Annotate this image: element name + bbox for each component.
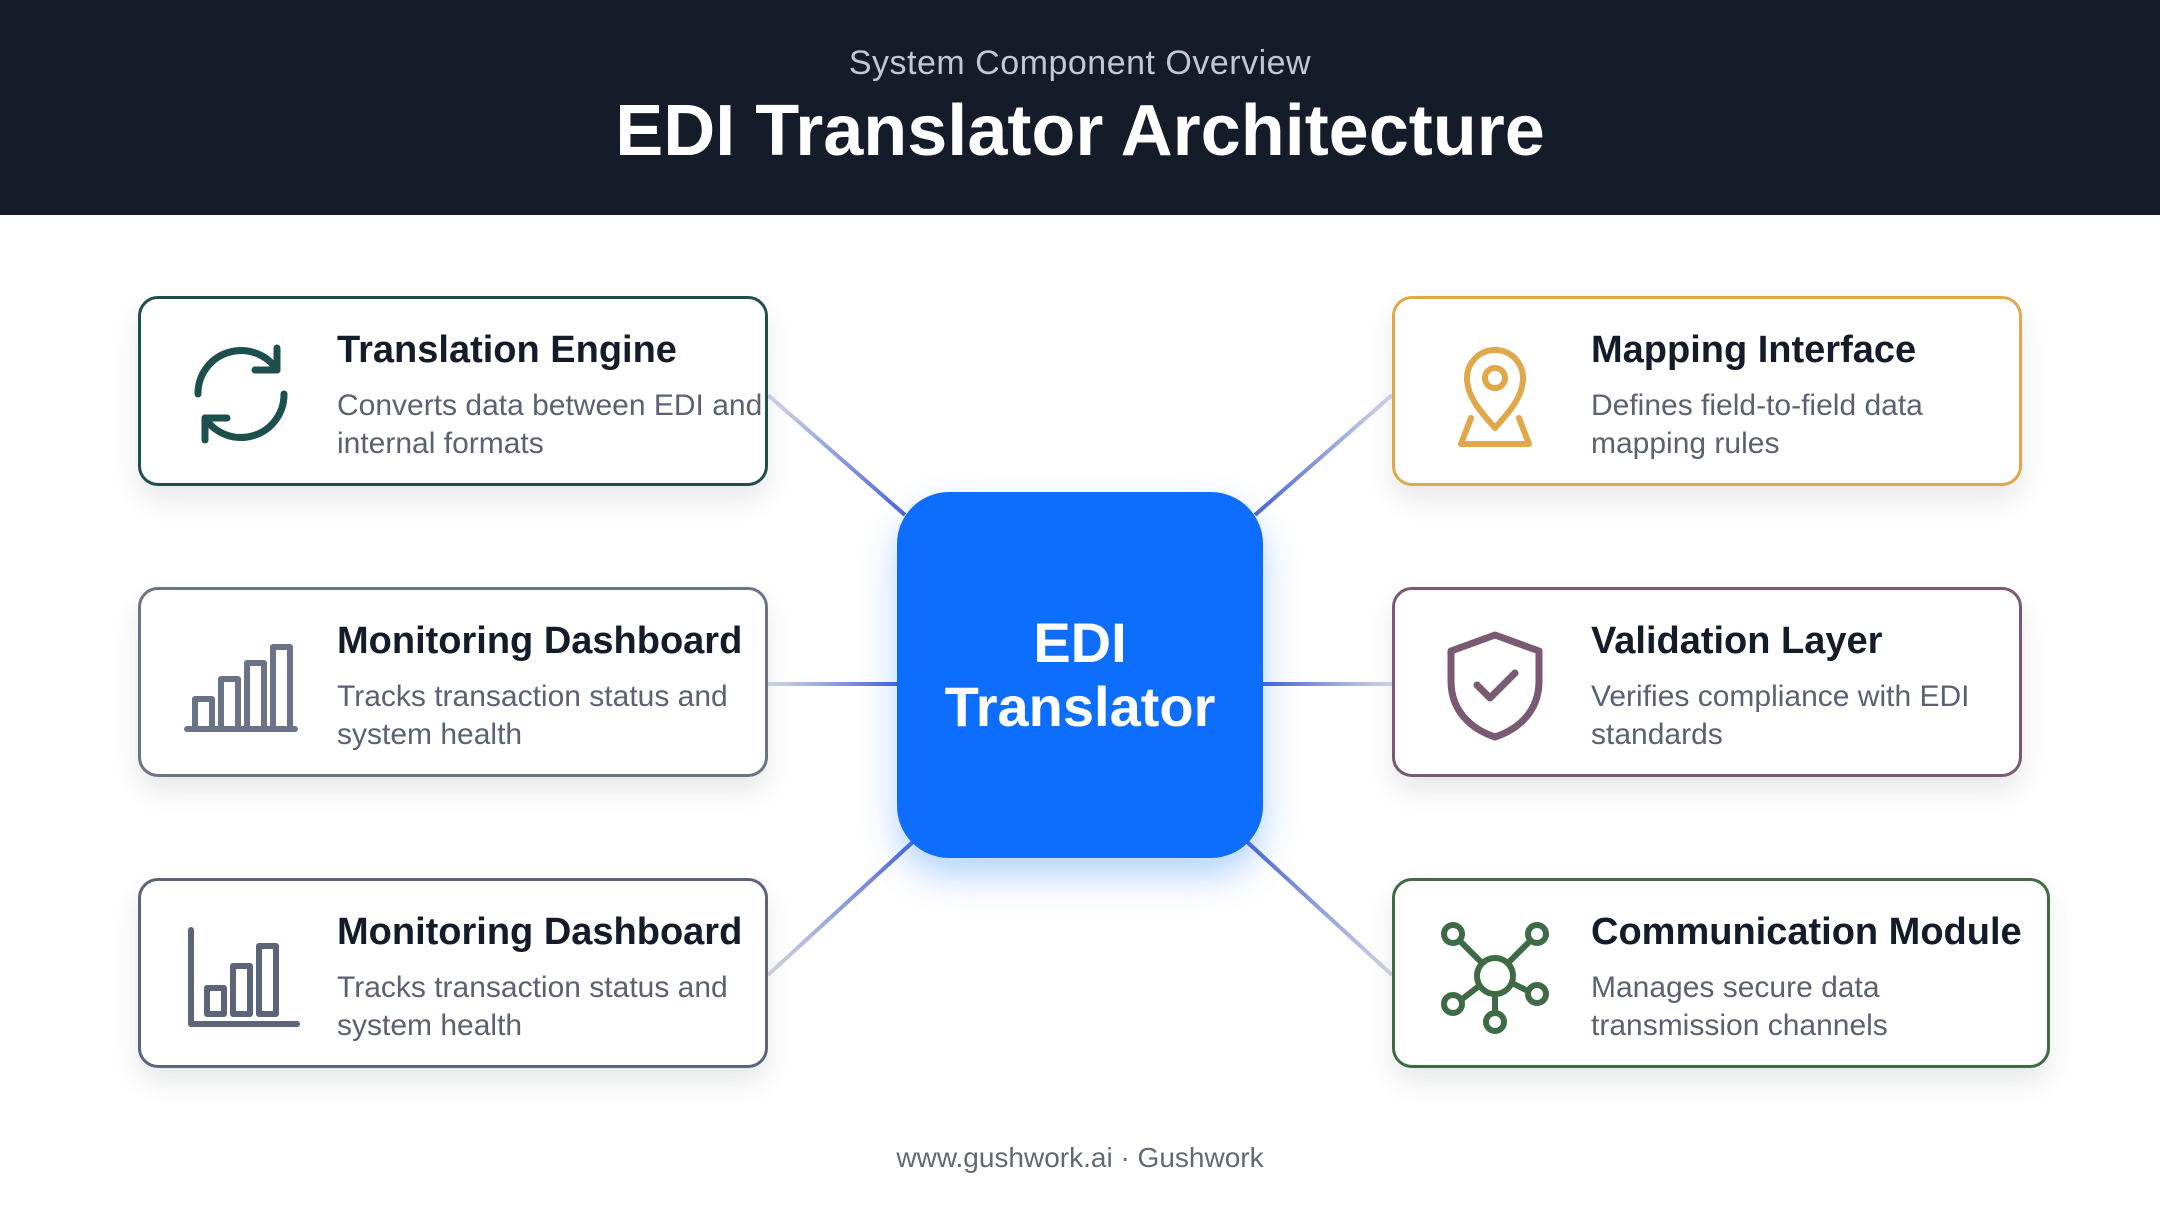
shield-check-icon: [1435, 625, 1555, 745]
card-description: Converts data between EDI and internal f…: [337, 389, 763, 460]
card-monitoring-dashboard: Monitoring Dashboard Tracks transaction …: [138, 587, 768, 777]
card-title: Mapping Interface: [1591, 329, 1917, 371]
connector-translation-engine: [766, 393, 907, 517]
card-title: Monitoring Dashboard: [337, 911, 743, 953]
refresh-icon: [181, 334, 301, 454]
bar-chart-axes-icon: [181, 916, 301, 1036]
connector-mapping-interface: [1253, 393, 1394, 517]
card-title: Translation Engine: [337, 329, 677, 371]
card-monitoring-dashboard-2: Monitoring Dashboard Tracks transaction …: [138, 878, 768, 1068]
card-description: Manages secure data transmission channel…: [1591, 971, 1888, 1042]
hub-node: EDI Translator: [897, 492, 1263, 858]
header-subtitle: System Component Overview: [848, 44, 1312, 82]
card-description: Verifies compliance with EDI standards: [1591, 680, 1970, 751]
card-title: Validation Layer: [1591, 620, 1883, 662]
card-translation-engine: Translation Engine Converts data between…: [138, 296, 768, 486]
connector-communication-module: [1243, 838, 1394, 977]
map-pin-icon: [1435, 334, 1555, 454]
card-description: Tracks transaction status and system hea…: [337, 680, 728, 751]
card-mapping-interface: Mapping Interface Defines field-to-field…: [1392, 296, 2022, 486]
page-title: EDI Translator Architecture: [615, 91, 1545, 171]
card-communication-module: Communication Module Manages secure data…: [1392, 878, 2050, 1068]
connector-monitoring-dashboard-2: [766, 838, 917, 977]
network-nodes-icon: [1435, 916, 1555, 1036]
card-description: Defines field-to-field data mapping rule…: [1591, 389, 1923, 460]
footer-credit: www.gushwork.ai · Gushwork: [896, 1142, 1264, 1173]
bar-chart-icon: [181, 625, 301, 745]
hub-label: EDI Translator: [944, 611, 1216, 738]
header-banner: System Component Overview EDI Translator…: [0, 0, 2160, 215]
card-validation-layer: Validation Layer Verifies compliance wit…: [1392, 587, 2022, 777]
card-title: Monitoring Dashboard: [337, 620, 743, 662]
card-description: Tracks transaction status and system hea…: [337, 971, 728, 1042]
card-title: Communication Module: [1591, 911, 2022, 953]
